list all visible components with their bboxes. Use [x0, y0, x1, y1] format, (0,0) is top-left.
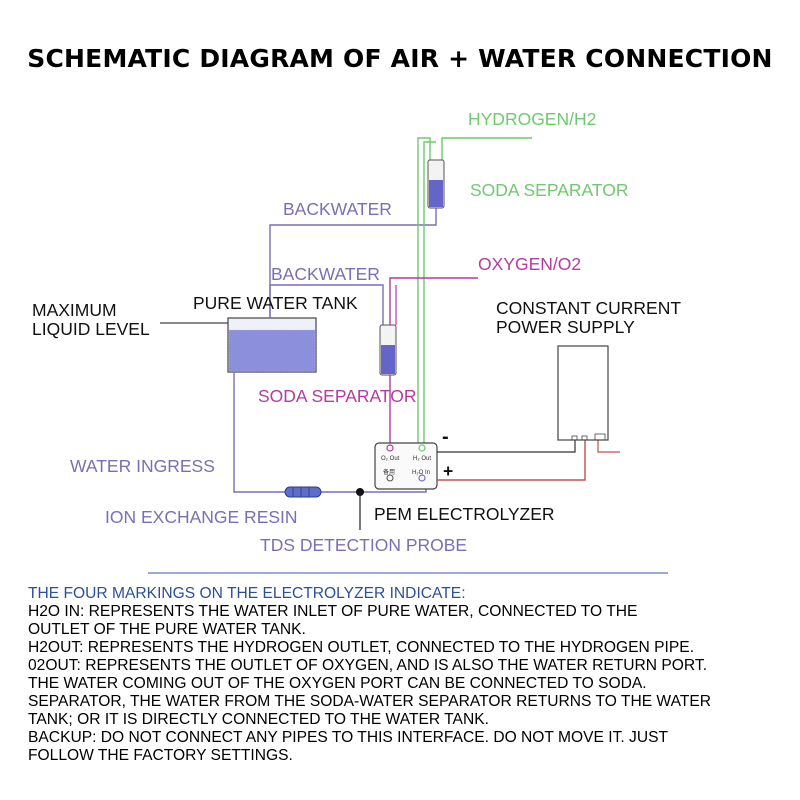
label-pure-water-tank: PURE WATER TANK: [193, 293, 358, 313]
label-backwater-top: BACKWATER: [283, 199, 392, 219]
notes-line: TANK; OR IT IS DIRECTLY CONNECTED TO THE…: [28, 711, 489, 728]
power-negative-wire: [437, 440, 576, 453]
label-minus: -: [442, 426, 449, 448]
label-tds-probe: TDS DETECTION PROBE: [260, 535, 468, 555]
label-soda-separator-top: SODA SEPARATOR: [470, 180, 629, 200]
label-oxygen: OXYGEN/O2: [478, 254, 582, 274]
notes-section: THE FOUR MARKINGS ON THE ELECTROLYZER IN…: [28, 585, 788, 765]
label-power-supply-1: CONSTANT CURRENT: [496, 298, 682, 318]
label-plus: +: [443, 461, 454, 481]
label-hydrogen: HYDROGEN/H2: [468, 109, 597, 129]
diagram-title: SCHEMATIC DIAGRAM OF AIR + WATER CONNECT…: [27, 44, 773, 73]
soda-separator-top: [427, 159, 445, 209]
notes-heading: THE FOUR MARKINGS ON THE ELECTROLYZER IN…: [28, 585, 466, 602]
soda-separator-bottom: [379, 324, 397, 376]
tds-probe: [356, 488, 364, 530]
pure-water-tank: [227, 317, 317, 373]
label-water-ingress: WATER INGRESS: [70, 456, 215, 476]
hydrogen-pipe-2: [423, 141, 436, 445]
notes-line: OUTLET OF THE PURE WATER TANK.: [28, 621, 306, 638]
notes-line: FOLLOW THE FACTORY SETTINGS.: [28, 747, 293, 764]
notes-line: 02OUT: REPRESENTS THE OUTLET OF OXYGEN, …: [28, 657, 708, 674]
hydrogen-pipe-1: [417, 137, 431, 445]
port-h2-out: H₂ Out: [413, 456, 431, 462]
ion-exchange-resin: [284, 486, 322, 498]
power-positive-wire: [437, 440, 586, 481]
notes-line: SEPARATOR, THE WATER FROM THE SODA-WATER…: [28, 693, 712, 710]
backwater-mid-pipe: [269, 284, 384, 325]
label-backwater-mid: BACKWATER: [271, 264, 380, 284]
notes-line: THE WATER COMING OUT OF THE OXYGEN PORT …: [28, 675, 647, 692]
port-h2o-in: H₂O In: [412, 470, 430, 476]
notes-line: H2OUT: REPRESENTS THE HYDROGEN OUTLET, C…: [28, 639, 695, 656]
port-o2-out: O₂ Out: [381, 456, 400, 462]
backwater-top-pipe: [269, 208, 437, 318]
oxygen-pipe-1: [389, 277, 478, 445]
label-pem-electrolyzer: PEM ELECTROLYZER: [374, 504, 555, 524]
label-ion-exchange-resin: ION EXCHANGE RESIN: [105, 507, 298, 527]
hydrogen-outlet: [441, 137, 532, 160]
notes-line: BACKUP: DO NOT CONNECT ANY PIPES TO THIS…: [28, 729, 669, 746]
notes-line: H2O IN: REPRESENTS THE WATER INLET OF PU…: [28, 603, 638, 620]
label-max-level-1: MAXIMUM: [32, 300, 117, 320]
pem-electrolyzer: O₂ Out H₂ Out 备用 H₂O In: [374, 442, 438, 490]
power-supply: [557, 345, 609, 441]
label-soda-separator-bottom: SODA SEPARATOR: [258, 386, 417, 406]
power-return-wire: [597, 440, 620, 453]
port-backup: 备用: [383, 468, 395, 476]
label-max-level-2: LIQUID LEVEL: [32, 319, 150, 339]
label-power-supply-2: POWER SUPPLY: [496, 317, 635, 337]
